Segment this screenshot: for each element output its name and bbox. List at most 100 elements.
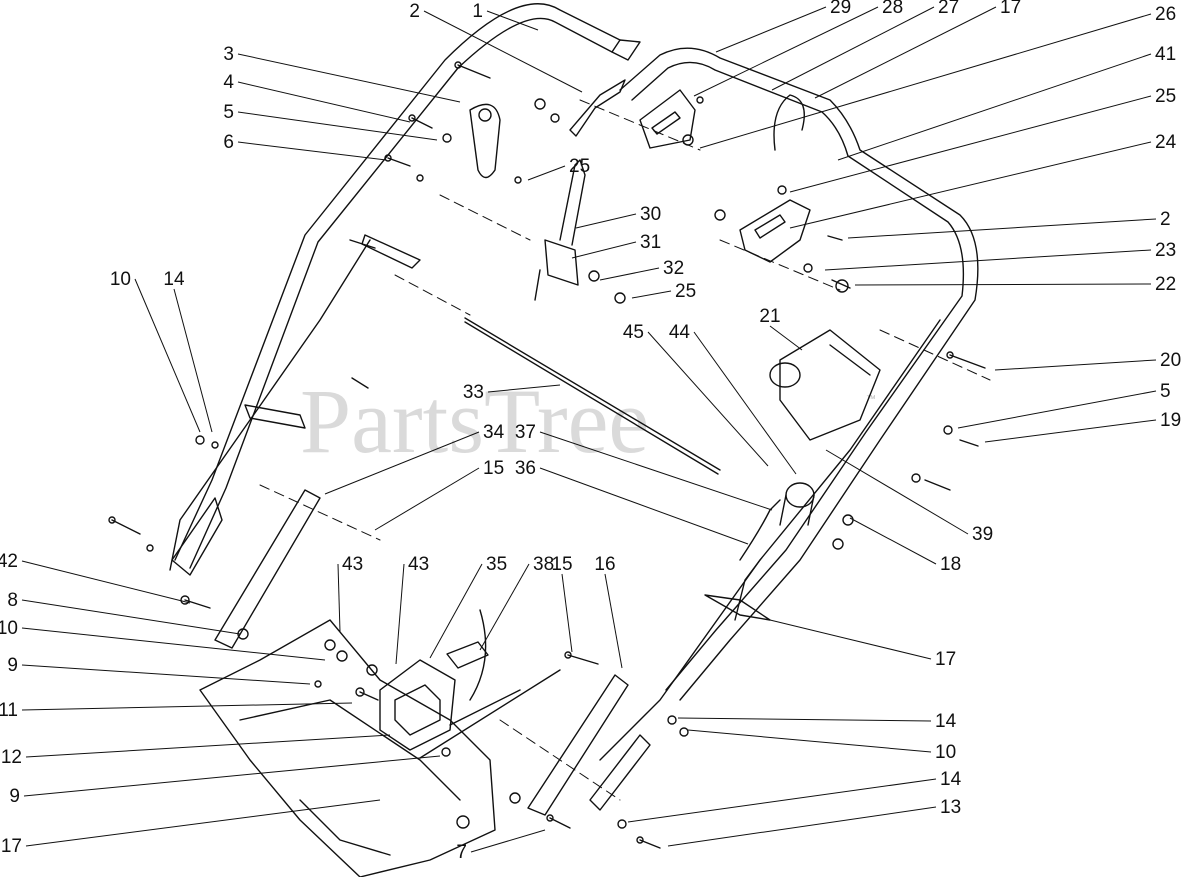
callout-label: 38	[533, 554, 554, 575]
bracket-3	[469, 103, 501, 179]
callout-leader	[539, 431, 773, 511]
callout-label: 41	[1155, 44, 1176, 65]
callout-label: 15	[483, 458, 504, 479]
callout-leader	[21, 560, 191, 604]
callout-leader	[337, 563, 341, 633]
upper-handle-left-tube-inner	[189, 17, 613, 569]
callout-leader	[395, 563, 405, 665]
callout-leader	[237, 141, 387, 161]
callout-leader	[21, 664, 311, 685]
callout-label: 25	[675, 281, 696, 302]
callout-leader	[847, 218, 1157, 239]
callout-leader	[575, 213, 637, 229]
callout-label: 7	[456, 842, 467, 863]
callout-label: 8	[7, 590, 18, 611]
callout-label: 39	[972, 524, 993, 545]
callout-leader	[627, 778, 937, 823]
callout-label: 32	[663, 258, 684, 279]
callout-leader	[771, 6, 935, 91]
callout-leader	[824, 249, 1152, 271]
callout-leader	[957, 390, 1157, 429]
callout-label: 22	[1155, 274, 1176, 295]
callout-label: 15	[551, 554, 572, 575]
callout-label: 3	[223, 44, 234, 65]
callout-label: 10	[0, 618, 18, 639]
cross-rod	[464, 317, 721, 471]
callout-leader	[769, 619, 932, 660]
callout-label: 17	[1000, 0, 1021, 18]
callout-leader	[667, 806, 937, 847]
callout-label: 11	[0, 700, 18, 721]
callout-leader	[324, 431, 480, 495]
callout-leader	[631, 290, 672, 299]
callout-label: 23	[1155, 240, 1176, 261]
callout-leader	[429, 563, 483, 659]
callout-leader	[715, 6, 827, 53]
decal	[446, 641, 489, 669]
cable-adjuster	[544, 239, 579, 286]
callout-leader	[25, 799, 381, 847]
callout-leader	[599, 267, 660, 281]
callout-leader	[237, 53, 461, 103]
callout-leader	[374, 467, 480, 531]
callout-label: 5	[223, 102, 234, 123]
callout-label: 18	[940, 554, 961, 575]
callout-label: 21	[759, 306, 780, 327]
callout-label: 35	[486, 554, 507, 575]
callout-leader	[23, 755, 441, 797]
callout-leader	[173, 288, 213, 433]
callout-label: 30	[640, 204, 661, 225]
callout-label: 24	[1155, 132, 1177, 153]
callout-label: 5	[1160, 381, 1171, 402]
callout-leader	[470, 829, 546, 853]
callout-label: 25	[1155, 86, 1176, 107]
collar-44	[785, 482, 815, 508]
callout-label: 26	[1155, 4, 1176, 25]
callout-label: 4	[223, 72, 234, 93]
upper-handle-right-frame	[619, 47, 979, 701]
callout-leader	[237, 81, 411, 123]
callout-label: 31	[640, 232, 661, 253]
callout-label: 27	[938, 0, 959, 18]
callout-leader	[21, 702, 353, 711]
callout-label: 44	[669, 322, 691, 343]
callout-label: 43	[408, 554, 429, 575]
callout-leader	[134, 278, 201, 433]
callout-label: 37	[515, 422, 536, 443]
mount-block	[379, 659, 456, 751]
mower-deck	[199, 619, 496, 878]
plate-28	[639, 89, 696, 149]
callout-label: 29	[830, 0, 851, 18]
callout-label: 12	[1, 747, 22, 768]
callout-label: 33	[463, 382, 484, 403]
callout-label: 25	[569, 156, 590, 177]
callout-label: 28	[882, 0, 903, 18]
watermark-trademark: ™	[866, 394, 876, 405]
callout-leader	[789, 141, 1152, 229]
callout-label: 10	[110, 269, 131, 290]
callout-label: 42	[0, 551, 18, 572]
callout-leader	[479, 563, 530, 651]
callout-leader	[561, 573, 573, 653]
callout-leader-lines	[21, 6, 1157, 853]
callout-leader	[487, 384, 561, 393]
callout-leader	[825, 449, 969, 535]
callout-leader	[693, 331, 797, 475]
callout-leader	[527, 165, 566, 181]
callout-leader	[789, 95, 1152, 193]
callout-label: 17	[935, 649, 956, 670]
callout-label: 14	[935, 711, 957, 732]
callout-leader	[984, 419, 1157, 443]
callout-leader	[25, 734, 391, 758]
watermark: PartsTree	[300, 370, 649, 472]
callout-label: 36	[515, 458, 536, 479]
callout-label: 10	[935, 742, 956, 763]
callout-label: 14	[940, 769, 962, 790]
callout-leader	[604, 573, 623, 669]
callout-leader	[687, 729, 932, 753]
callout-leader	[647, 331, 769, 467]
bracket-24	[739, 199, 811, 263]
callout-leader	[486, 10, 539, 31]
